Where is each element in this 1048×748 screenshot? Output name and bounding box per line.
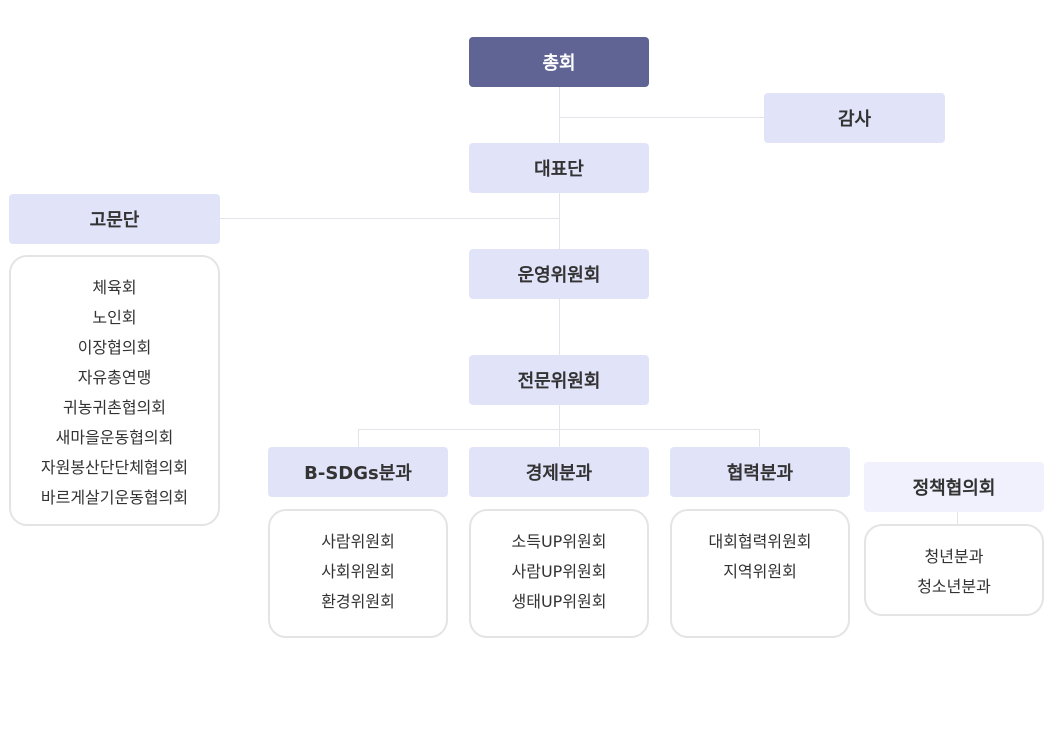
connector-policy [957, 511, 958, 525]
list-item: 사회위원회 [321, 562, 395, 581]
bsdgs-division-node: B-SDGs분과 [268, 447, 448, 497]
economy-committees-list: 소득UP위원회 사람UP위원회 생태UP위원회 [469, 509, 649, 638]
representatives-node: 대표단 [469, 143, 649, 193]
advisory-node: 고문단 [9, 194, 220, 244]
list-item: 자원봉산단단체협의회 [40, 458, 189, 477]
steering-committee-node: 운영위원회 [469, 249, 649, 299]
policy-council-node: 정책협의회 [864, 462, 1044, 512]
audit-node: 감사 [764, 93, 945, 143]
cooperation-division-node: 협력분과 [670, 447, 850, 497]
connector-branch-bsdgs [358, 429, 359, 448]
list-item: 환경위원회 [321, 592, 395, 611]
list-item: 귀농귀촌협의회 [62, 398, 167, 417]
list-item: 바르게살기운동협의회 [40, 488, 189, 507]
connector-branch-cooperation [759, 429, 760, 448]
list-item: 새마을운동협의회 [55, 428, 174, 447]
list-item: 지역위원회 [723, 562, 797, 581]
expert-committee-node: 전문위원회 [469, 355, 649, 405]
list-item: 청년분과 [924, 547, 984, 566]
policy-divisions-list: 청년분과 청소년분과 [864, 524, 1044, 616]
cooperation-committees-list: 대회협력위원회 지역위원회 [670, 509, 850, 638]
list-item: 사람위원회 [321, 532, 395, 551]
list-item: 이장협의회 [77, 338, 152, 357]
economy-division-node: 경제분과 [469, 447, 649, 497]
connector-branch-horizontal [358, 429, 760, 430]
list-item: 소득UP위원회 [511, 532, 607, 551]
list-item: 사람UP위원회 [511, 562, 607, 581]
list-item: 노인회 [92, 308, 137, 327]
list-item: 생태UP위원회 [511, 592, 607, 611]
advisory-members-list: 체육회 노인회 이장협의회 자유총연맹 귀농귀촌협의회 새마을운동협의회 자원봉… [9, 255, 220, 526]
list-item: 체육회 [92, 278, 137, 297]
bsdgs-committees-list: 사람위원회 사회위원회 환경위원회 [268, 509, 448, 638]
general-assembly-node: 총회 [469, 37, 649, 87]
list-item: 자유총연맹 [77, 368, 152, 387]
connector-advisory [219, 218, 560, 219]
connector-audit [559, 117, 764, 118]
list-item: 청소년분과 [917, 577, 991, 596]
list-item: 대회협력위원회 [708, 532, 812, 551]
